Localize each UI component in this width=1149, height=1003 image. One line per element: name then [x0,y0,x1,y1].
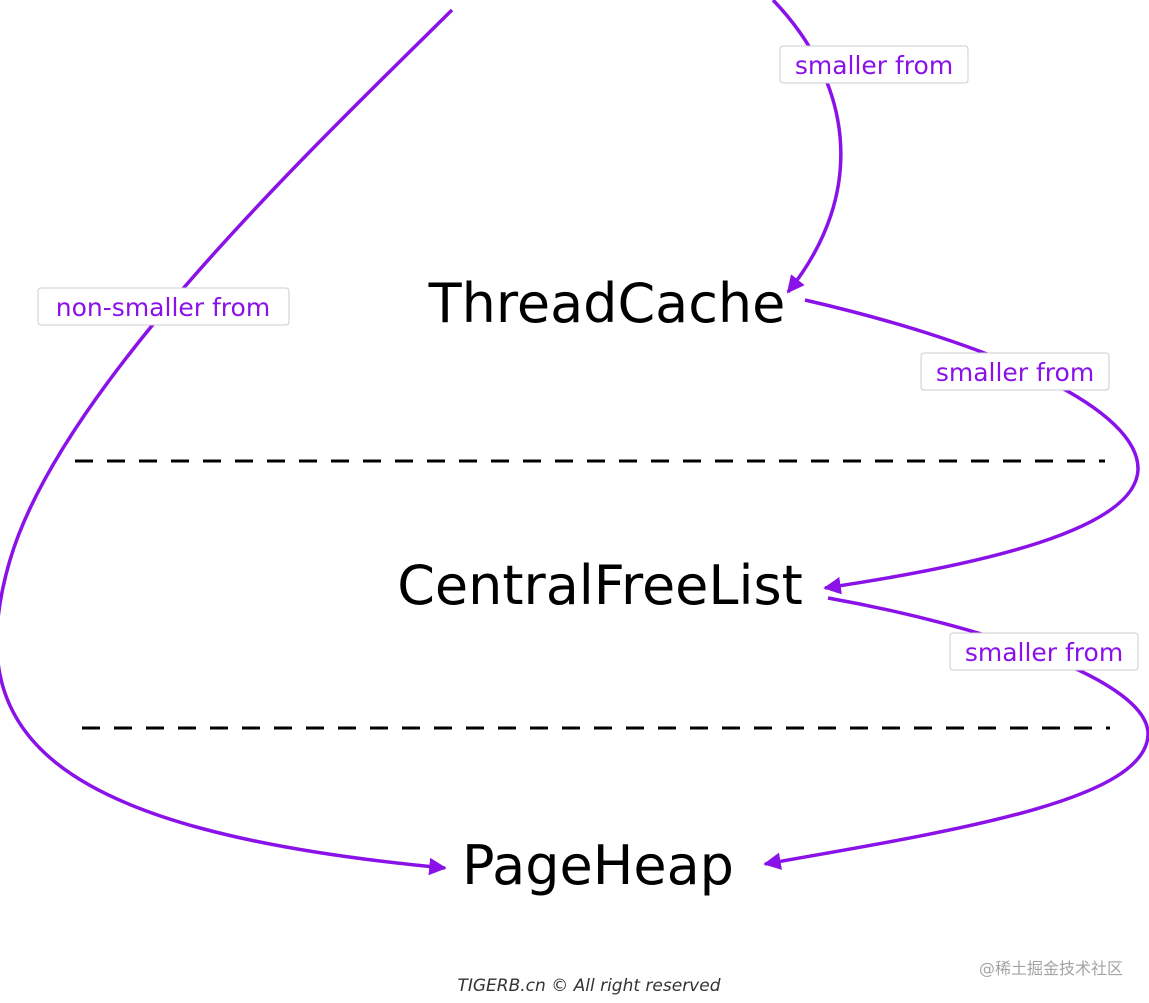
watermark: @稀土掘金技术社区 [978,959,1123,978]
footer-copyright: TIGERB.cn © All right reserved [457,976,721,996]
node-page-heap: PageHeap [462,834,734,897]
edge-non-smaller-to-page-heap [0,8,454,876]
edge-label-thread-cache-to-central: smaller from [920,352,1110,391]
svg-text:non-smaller from: non-smaller from [56,293,270,322]
svg-text:smaller from: smaller from [936,358,1094,387]
edge-label-non-smaller-to-page-heap: non-smaller from [37,287,290,326]
node-central-free-list: CentralFreeList [397,554,803,617]
edge-label-smaller-into-thread-cache: smaller from [779,45,969,84]
edge-label-central-to-page-heap: smaller from [949,632,1139,671]
edge-smaller-into-thread-cache [771,0,843,294]
edge-thread-cache-to-central [804,298,1140,595]
svg-text:smaller from: smaller from [965,638,1123,667]
svg-text:smaller from: smaller from [795,51,953,80]
node-thread-cache: ThreadCache [428,272,786,335]
